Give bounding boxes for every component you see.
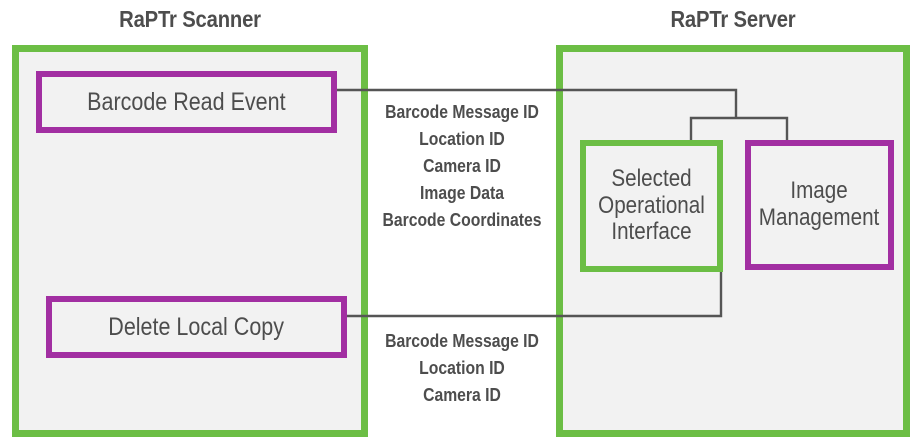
- soi-line-3: Interface: [611, 218, 692, 246]
- edge-scanner-to-server: [337, 88, 792, 151]
- node-selected-operational-interface-label: Selected Operational Interface: [595, 164, 708, 247]
- soi-line-1: Selected: [611, 164, 692, 192]
- panel-title-server: RaPTr Server: [670, 6, 796, 32]
- node-delete-local-copy-label: Delete Local Copy: [108, 313, 285, 341]
- node-image-management[interactable]: Image Management: [745, 140, 894, 270]
- edge-label-server-to-scanner: Barcode Message ID Location ID Camera ID: [382, 327, 542, 408]
- edge1-field-3: Image Data: [420, 182, 504, 203]
- node-delete-local-copy[interactable]: Delete Local Copy: [46, 296, 347, 358]
- im-line-1: Image: [790, 177, 849, 205]
- node-selected-operational-interface[interactable]: Selected Operational Interface: [580, 140, 723, 272]
- edge1-field-0: Barcode Message ID: [385, 101, 539, 122]
- edge2-field-1: Location ID: [419, 357, 505, 378]
- edge2-field-2: Camera ID: [423, 384, 501, 405]
- node-image-management-label: Image Management: [759, 177, 880, 232]
- soi-line-2: Operational: [598, 191, 705, 219]
- panel-title-scanner: RaPTr Scanner: [119, 6, 261, 32]
- edge1-field-4: Barcode Coordinates: [382, 209, 542, 230]
- edge1-field-1: Location ID: [419, 128, 505, 149]
- edge-label-scanner-to-server: Barcode Message ID Location ID Camera ID…: [382, 98, 542, 233]
- edge-server-to-scanner: [319, 262, 723, 321]
- edge2-field-0: Barcode Message ID: [385, 330, 539, 351]
- node-barcode-read-event[interactable]: Barcode Read Event: [36, 71, 337, 133]
- im-line-2: Management: [759, 204, 880, 231]
- edge1-field-2: Camera ID: [423, 155, 501, 176]
- node-barcode-read-event-label: Barcode Read Event: [87, 88, 286, 116]
